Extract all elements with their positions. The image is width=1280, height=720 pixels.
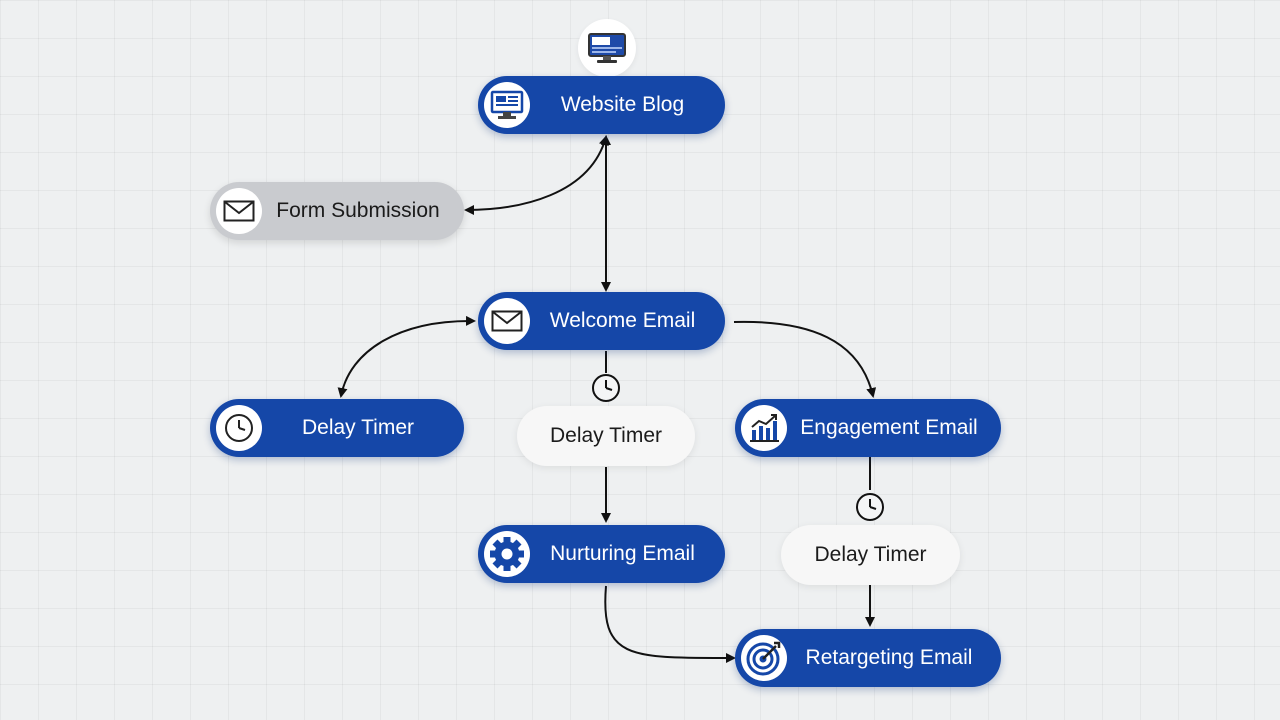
node-label: Delay Timer bbox=[814, 543, 927, 566]
monitor-icon bbox=[484, 82, 530, 128]
clock-icon bbox=[592, 374, 620, 402]
monitor-icon bbox=[578, 19, 636, 77]
node-website-blog[interactable]: Website Blog bbox=[478, 76, 725, 134]
node-label: Delay Timer bbox=[549, 424, 663, 447]
edge-welcome-to-engagement bbox=[733, 320, 877, 398]
node-delay-timer-right[interactable]: Delay Timer bbox=[781, 525, 960, 585]
node-label: Form Submission bbox=[276, 199, 440, 222]
node-welcome-email[interactable]: Welcome Email bbox=[478, 292, 725, 350]
envelope-icon bbox=[484, 298, 530, 344]
edge-nurturing-to-retargeting bbox=[604, 585, 736, 664]
edge-blog-to-form bbox=[464, 135, 609, 215]
clock-icon bbox=[856, 493, 884, 521]
node-label: Website Blog bbox=[560, 93, 685, 116]
node-label: Nurturing Email bbox=[550, 542, 695, 565]
target-icon bbox=[741, 635, 787, 681]
gear-icon bbox=[484, 531, 530, 577]
node-label: Delay Timer bbox=[301, 416, 415, 439]
node-retargeting-email[interactable]: Retargeting Email bbox=[735, 629, 1001, 687]
edge-welcome-to-delay-left bbox=[337, 315, 476, 398]
node-label: Retargeting Email bbox=[805, 646, 973, 669]
node-nurturing-email[interactable]: Nurturing Email bbox=[478, 525, 725, 583]
node-label: Welcome Email bbox=[549, 309, 696, 332]
envelope-icon bbox=[216, 188, 262, 234]
chart-icon bbox=[741, 405, 787, 451]
node-label: Engagement Email bbox=[800, 416, 978, 439]
node-form-submission[interactable]: Form Submission bbox=[210, 182, 464, 240]
node-delay-timer-left[interactable]: Delay Timer bbox=[210, 399, 464, 457]
clock-icon bbox=[216, 405, 262, 451]
node-delay-timer-center[interactable]: Delay Timer bbox=[517, 406, 695, 466]
node-engagement-email[interactable]: Engagement Email bbox=[735, 399, 1001, 457]
